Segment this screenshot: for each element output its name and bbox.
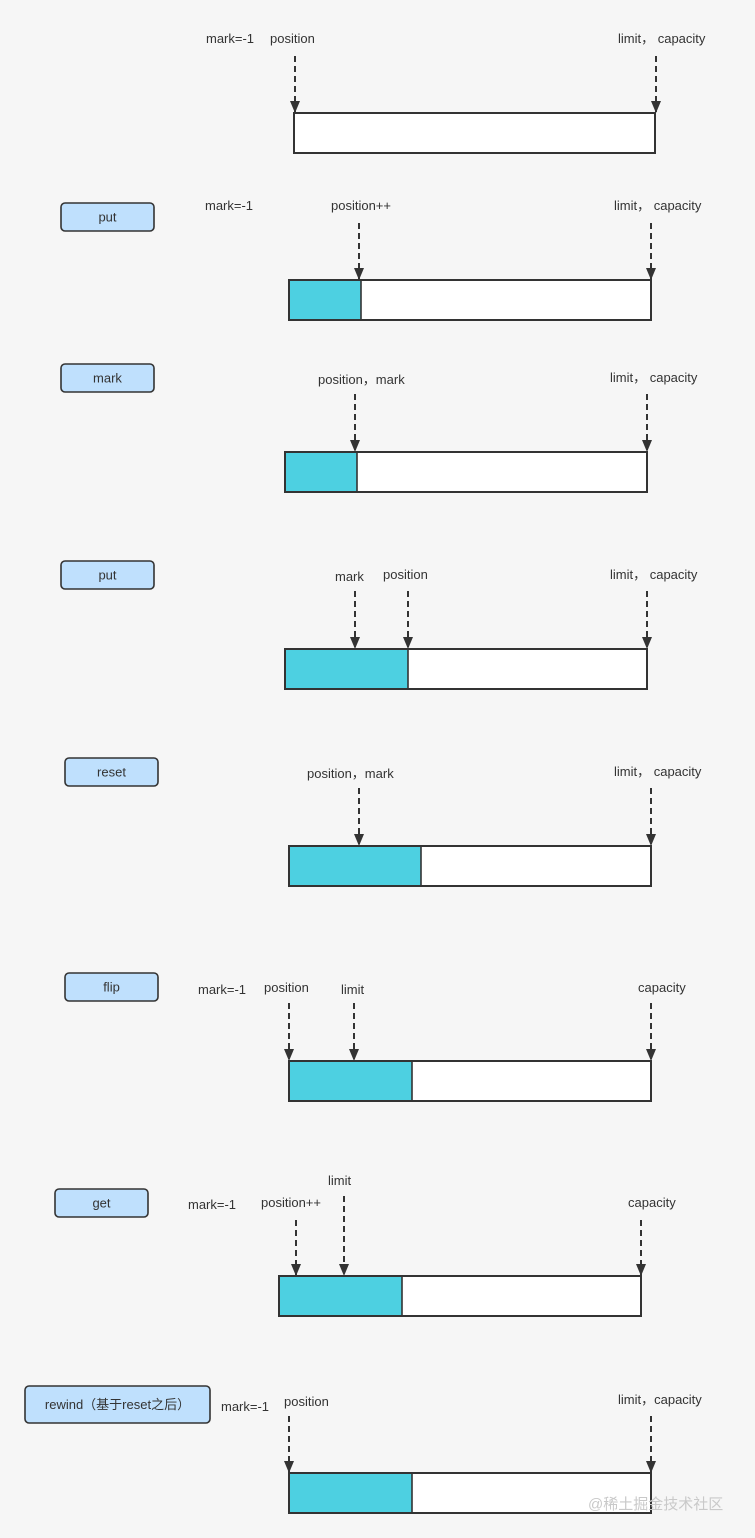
position-label: position <box>270 31 315 46</box>
operation-label: put <box>98 210 116 225</box>
position-label: position <box>264 980 309 995</box>
buffer-written-segment <box>284 451 358 493</box>
buffer-outline <box>284 648 648 690</box>
limit-capacity-label: limit， capacity <box>614 764 702 779</box>
position-label: position <box>383 567 428 582</box>
limit-label: limit <box>328 1173 351 1188</box>
operation-label: mark <box>93 371 122 386</box>
buffer-outline <box>288 1472 652 1514</box>
position-label: position++ <box>261 1195 321 1210</box>
limit-capacity-label: limit， capacity <box>610 567 698 582</box>
buffer-bar <box>288 845 652 887</box>
operation-label: get <box>92 1196 110 1211</box>
buffer-outline <box>278 1275 642 1317</box>
operation-box-get: get <box>54 1188 149 1218</box>
step-mark: mark position，mark limit， capacity <box>60 363 698 493</box>
limit-capacity-label: limit，capacity <box>618 1392 702 1407</box>
buffer-outline <box>284 451 648 493</box>
position-mark-label: position，mark <box>318 372 405 387</box>
buffer-bar <box>293 112 656 154</box>
operation-box-flip: flip <box>64 972 159 1002</box>
buffer-written-segment <box>278 1275 403 1317</box>
mark-label: mark=-1 <box>221 1399 269 1414</box>
mark-label: mark=-1 <box>188 1197 236 1212</box>
position-label: position <box>284 1394 329 1409</box>
buffer-written-segment <box>288 1472 413 1514</box>
buffer-written-segment <box>284 648 409 690</box>
step-rewind: rewind（基于reset之后） mark=-1 position limit… <box>24 1385 702 1514</box>
buffer-bar <box>284 648 648 690</box>
buffer-outline <box>288 279 652 321</box>
operation-label: flip <box>103 980 120 995</box>
watermark: @稀土掘金技术社区 <box>588 1496 723 1513</box>
step-put-again: put mark position limit， capacity <box>60 560 698 690</box>
limit-label: limit <box>341 982 364 997</box>
buffer-bar <box>288 1060 652 1102</box>
capacity-label: capacity <box>638 980 686 995</box>
limit-capacity-label: limit， capacity <box>610 370 698 385</box>
operation-box-rewind: rewind（基于reset之后） <box>24 1385 211 1424</box>
buffer-outline <box>288 845 652 887</box>
limit-capacity-label: limit， capacity <box>618 31 706 46</box>
step-initial: mark=-1 position limit， capacity <box>206 31 706 154</box>
operation-label: reset <box>97 765 126 780</box>
mark-label: mark=-1 <box>198 982 246 997</box>
mark-label: mark=-1 <box>205 198 253 213</box>
step-flip: flip mark=-1 position limit capacity <box>64 972 686 1102</box>
buffer-written-segment <box>288 1060 413 1102</box>
operation-box-put: put <box>60 202 155 232</box>
mark-label: mark=-1 <box>206 31 254 46</box>
position-mark-label: position，mark <box>307 766 394 781</box>
step-get: get mark=-1 position++ limit capacity <box>54 1173 676 1317</box>
operation-label: rewind（基于reset之后） <box>45 1397 190 1412</box>
operation-box-reset: reset <box>64 757 159 787</box>
buffer-bar <box>288 1472 652 1514</box>
buffer-bar <box>288 279 652 321</box>
limit-capacity-label: limit， capacity <box>614 198 702 213</box>
position-label: position++ <box>331 198 391 213</box>
step-put: put mark=-1 position++ limit， capacity <box>60 198 702 321</box>
buffer-written-segment <box>288 279 362 321</box>
buffer-bar <box>284 451 648 493</box>
operation-label: put <box>98 568 116 583</box>
buffer-outline <box>293 112 656 154</box>
buffer-written-segment <box>288 845 422 887</box>
operation-box-mark: mark <box>60 363 155 393</box>
operation-box-put: put <box>60 560 155 590</box>
capacity-label: capacity <box>628 1195 676 1210</box>
mark-label: mark <box>335 569 364 584</box>
buffer-free-space <box>294 113 655 153</box>
buffer-bar <box>278 1275 642 1317</box>
buffer-outline <box>288 1060 652 1102</box>
step-reset: reset position，mark limit， capacity <box>64 757 702 887</box>
